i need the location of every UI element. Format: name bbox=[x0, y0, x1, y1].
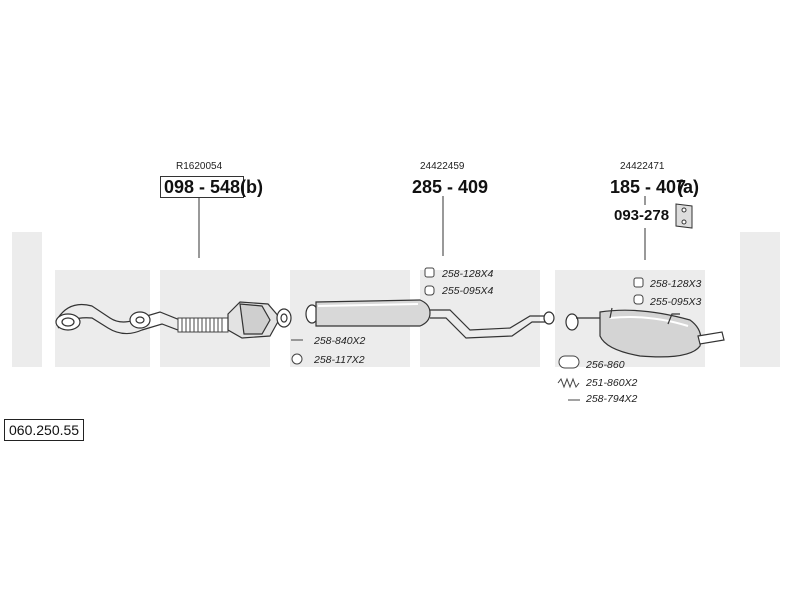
hanger-bracket-icon bbox=[675, 203, 693, 229]
accessory-label[interactable]: 255-095X4 bbox=[442, 285, 494, 297]
diagram-code: 060.250.55 bbox=[4, 419, 85, 441]
bracket-icon bbox=[424, 285, 435, 296]
bracket-icon bbox=[633, 294, 644, 305]
clamp-icon bbox=[633, 277, 644, 288]
extra-part-number[interactable]: 093-278 bbox=[614, 207, 670, 224]
oe-reference: 24422471 bbox=[620, 161, 665, 172]
gasket-ring-icon bbox=[291, 353, 303, 365]
accessory-label[interactable]: 258-794X2 bbox=[586, 393, 638, 405]
gasket-ring-icon bbox=[558, 355, 580, 369]
accessory-label[interactable]: 251-860X2 bbox=[586, 377, 638, 389]
accessory-label[interactable]: 258-128X3 bbox=[650, 278, 702, 290]
rear-silencer bbox=[565, 307, 725, 358]
part-suffix: (a) bbox=[677, 177, 699, 197]
oe-reference: R1620054 bbox=[176, 161, 223, 172]
catalytic-converter bbox=[227, 301, 292, 339]
front-pipe bbox=[55, 303, 201, 335]
accessory-icons bbox=[291, 267, 644, 401]
spring-icon bbox=[557, 377, 580, 389]
accessory-label[interactable]: 258-117X2 bbox=[314, 354, 365, 366]
accessory-label[interactable]: 255-095X3 bbox=[650, 296, 702, 308]
accessory-label[interactable]: 258-128X4 bbox=[442, 268, 494, 280]
leader-lines bbox=[198, 196, 646, 260]
flex-pipe bbox=[177, 317, 229, 333]
accessory-label[interactable]: 256-860 bbox=[586, 359, 625, 371]
part-number[interactable]: 098 - 548 bbox=[160, 176, 245, 198]
accessory-label[interactable]: 258-840X2 bbox=[314, 335, 366, 347]
centre-silencer bbox=[305, 299, 555, 339]
part-number[interactable]: 285 - 409 bbox=[412, 177, 489, 197]
oe-reference: 24422459 bbox=[420, 161, 465, 172]
clamp-icon bbox=[424, 267, 435, 278]
part-number[interactable]: 185 - 407 bbox=[610, 177, 687, 197]
part-suffix: (b) bbox=[240, 177, 263, 197]
